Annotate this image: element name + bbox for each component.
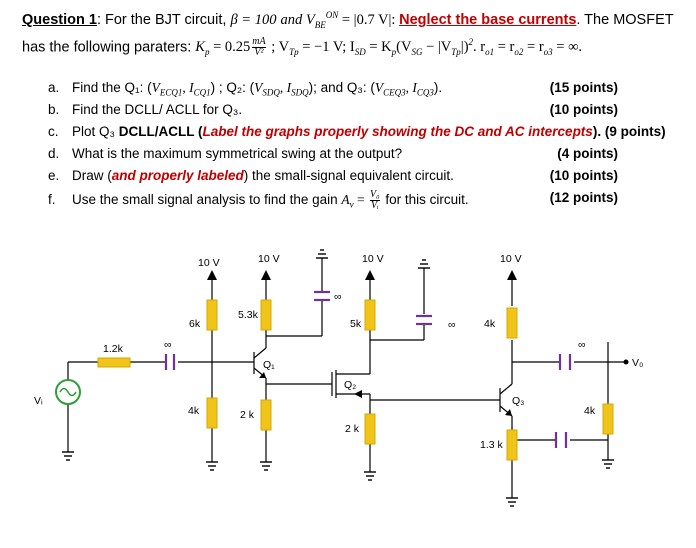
resistor-5-3k [260,299,272,331]
item-a-q3: ); and Q₃: ( [308,80,375,95]
item-e-labeled: and properly labeled [111,168,244,183]
item-b-points: (10 points) [549,102,618,117]
transistor-label-q2: Q₂ [344,379,356,391]
line2-start: has the following paraters: [22,39,196,56]
resistor-label-5k: 5k [350,318,362,330]
item-a-letter: a. [48,80,60,95]
vo-label: V₀ [632,357,643,369]
vo-terminal [623,359,629,365]
resistor-label-4k-bias: 4k [188,405,200,417]
item-d-points: (4 points) [557,146,618,161]
item-c-text-a: Plot Q₃ [72,124,119,139]
item-e-text-a: Draw ( [72,168,112,183]
vbe-and: and VBEON [280,10,339,30]
resistor-2k-q2 [364,413,376,445]
item-d-text: What is the maximum symmetrical swing at… [72,146,403,161]
question-line-1: Question 1: For the BJT circuit, β = 100… [22,10,674,30]
resistor-5k [364,299,376,331]
resistor-label-2k-q1: 2 k [240,409,255,421]
item-e-text-c: ) the small-signal equivalent circuit. [243,168,454,183]
item-b-text: Find the DCLL/ ACLL for Q₃. [72,102,243,117]
cap-label-3: ∞ [448,319,456,331]
resistor-6k [206,299,218,331]
item-f: f. Use the small signal analysis to find … [48,190,469,211]
question-intro: : For the BJT circuit, [96,11,227,28]
item-c-points: . (9 points) [597,124,666,139]
item-c-letter: c. [48,124,59,139]
vbe-value: = |0.7 V|: [338,11,400,28]
vtp-param: ; VTp = −1 V; ISD = Kp(VSG − |VTp|)2. ro… [267,37,583,58]
mosfet-text: . The MOSFET [576,11,674,28]
item-a-vars: VECQ1, ICQ1 [151,80,211,98]
item-e-points: (10 points) [549,168,618,183]
resistors [97,299,614,461]
vi-label: Vᵢ [34,395,43,407]
item-c-dcll: DCLL/ACLL [118,124,195,139]
resistor-4k-q3 [506,307,518,339]
resistor-2k-q1 [260,399,272,431]
item-b: b. Find the DCLL/ ACLL for Q₃. [48,102,242,117]
vi-source-icon [55,379,81,405]
resistor-1-3k [506,429,518,461]
resistor-label-4k-q3: 4k [484,318,496,330]
resistor-4k-bias [206,397,218,429]
cap-label-2: ∞ [334,291,342,303]
item-a-end: ). [433,80,443,95]
item-a: a. Find the Q₁: (VECQ1, ICQ1) ; Q₂: (VSDQ… [48,80,442,98]
gain-expr: Av = [341,192,369,210]
item-e-letter: e. [48,168,60,183]
kp-param: Kp = 0.25 [195,39,251,58]
item-f-points: (12 points) [549,190,618,205]
item-a-find: Find the Q₁: ( [72,80,152,95]
resistor-label-2k-q2: 2 k [345,423,360,435]
item-e: e. Draw (and properly labeled) the small-… [48,168,454,183]
transistor-arrows [259,372,512,416]
ground-symbols [62,249,614,507]
cap-label-1: ∞ [164,339,172,351]
item-a-q2-vars: VSDQ, ISDQ [254,80,309,98]
item-c-label-note: Label the graphs properly showing the DC… [202,124,593,139]
resistor-label-4k-load: 4k [584,405,596,417]
cap-label-4: ∞ [578,339,586,351]
item-a-q3-vars: VCEQ3, ICQ3 [374,80,434,98]
resistor-1-2k [97,357,131,368]
supply-label-4: 10 V [500,253,522,265]
supply-label-2: 10 V [258,253,280,265]
item-c: c.Plot Q₃ DCLL/ACLL (Label the graphs pr… [48,124,666,139]
neglect-base-currents: Neglect the base currents [399,11,577,28]
resistor-label-5-3k: 5.3k [238,309,259,321]
beta-eq: β = 100 [230,11,277,28]
resistor-label-1-2k: 1.2k [103,343,124,355]
transistor-label-q3: Q₃ [512,395,524,407]
item-f-letter: f. [48,192,56,208]
item-a-q2: ) ; Q₂: ( [210,80,255,95]
supply-label-3: 10 V [362,253,384,265]
item-d-letter: d. [48,146,60,161]
resistor-label-1-3k: 1.3 k [480,439,504,451]
capacitors [164,290,572,448]
item-f-text-b: for this circuit. [381,192,469,208]
resistor-label-6k: 6k [189,318,201,330]
resistor-4k-load [602,403,614,435]
transistor-label-q1: Q₁ [263,359,275,371]
item-a-points: (15 points) [549,80,618,95]
question-label: Question 1 [22,11,97,28]
supply-arrows [207,270,517,280]
supply-label-1: 10 V [198,257,220,269]
item-d: d. What is the maximum symmetrical swing … [48,146,402,161]
item-f-text-a: Use the small signal analysis to find th… [72,192,342,208]
item-b-letter: b. [48,102,60,117]
